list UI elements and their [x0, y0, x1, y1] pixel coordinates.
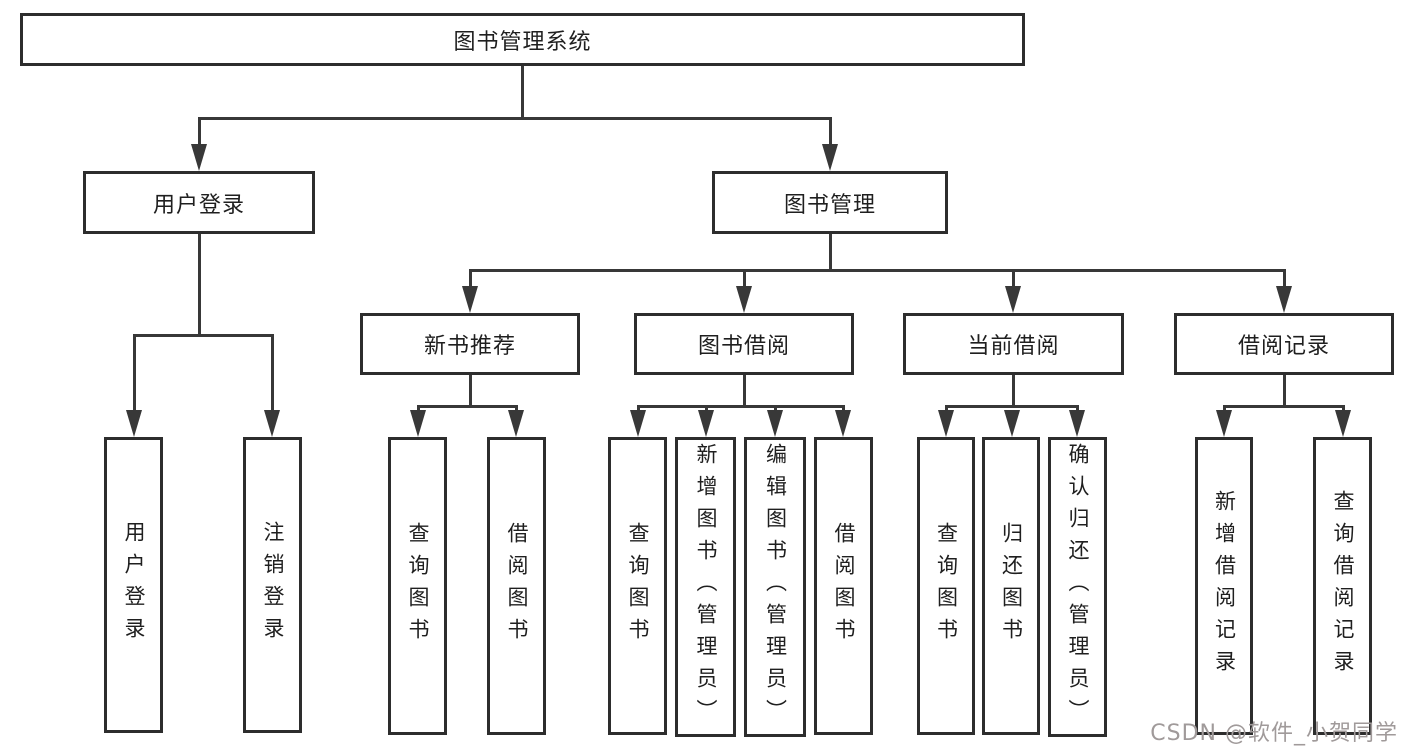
- connector-line: [1222, 405, 1226, 412]
- node-label: 当前借阅: [967, 334, 1060, 359]
- connector-line: [944, 405, 1079, 408]
- node-label: 图书管理系统: [453, 29, 592, 55]
- arrow-down-icon: [410, 410, 426, 437]
- connector-line: [841, 405, 845, 412]
- arrow-down-icon: [630, 410, 646, 437]
- connector-line: [514, 405, 518, 412]
- node-label: 新增借阅记录: [1212, 490, 1237, 682]
- arrow-down-icon: [1005, 286, 1021, 313]
- arrow-down-icon: [1276, 286, 1292, 313]
- connector-line: [1075, 405, 1079, 412]
- node-label: 查询图书: [626, 522, 650, 650]
- node-label: 查询图书: [934, 522, 959, 650]
- arrow-down-icon: [1216, 410, 1232, 437]
- connector-line: [416, 405, 420, 412]
- connector-line: [520, 66, 524, 120]
- connector-line: [1011, 375, 1015, 407]
- connector-line: [828, 234, 832, 272]
- leaf-borrow-edit-books-admin: 编辑图书（管理员）: [744, 437, 806, 737]
- connector-line: [773, 405, 777, 412]
- arrow-down-icon: [1004, 410, 1020, 437]
- connector-line: [944, 405, 948, 412]
- watermark: CSDN @软件_小贺同学: [1150, 721, 1398, 746]
- node-label: 借阅图书: [832, 522, 856, 650]
- connector-line: [270, 337, 274, 412]
- leaf-records-query-borrow-record: 查询借阅记录: [1313, 437, 1372, 735]
- arrow-down-icon: [835, 410, 851, 437]
- node-label: 注销登录: [261, 521, 285, 649]
- node-label: 图书管理: [783, 192, 876, 218]
- node-label: 查询借阅记录: [1331, 490, 1355, 682]
- connector-line: [742, 272, 746, 288]
- arrow-down-icon: [1069, 410, 1085, 437]
- leaf-borrow-add-books-admin: 新增图书（管理员）: [675, 437, 736, 737]
- connector-line: [828, 120, 832, 146]
- node-borrowing-records: 借阅记录: [1174, 313, 1394, 375]
- connector-line: [416, 405, 518, 408]
- node-root: 图书管理系统: [20, 13, 1025, 66]
- node-label: 确认归还（管理员）: [1066, 443, 1090, 731]
- node-label: 查询图书: [406, 522, 430, 650]
- arrow-down-icon: [462, 286, 478, 313]
- connector-line: [1222, 405, 1345, 408]
- node-book-management: 图书管理: [712, 171, 948, 234]
- leaf-newbook-borrow-books: 借阅图书: [487, 437, 546, 735]
- node-new-book-recommendation: 新书推荐: [360, 313, 580, 375]
- node-label: 新书推荐: [423, 334, 516, 359]
- leaf-borrow-borrow-books: 借阅图书: [814, 437, 873, 735]
- connector-line: [468, 269, 1286, 272]
- arrow-down-icon: [1335, 410, 1351, 437]
- connector-line: [636, 405, 640, 412]
- connector-line: [197, 234, 201, 337]
- node-label: 用户登录: [152, 192, 245, 218]
- node-label: 借阅记录: [1237, 334, 1330, 359]
- connector-line: [704, 405, 708, 412]
- node-label: 新增图书（管理员）: [694, 443, 718, 731]
- leaf-current-query-books: 查询图书: [917, 437, 975, 735]
- connector-line: [132, 334, 274, 337]
- leaf-current-confirm-return-admin: 确认归还（管理员）: [1048, 437, 1107, 737]
- node-label: 用户登录: [122, 521, 146, 649]
- arrow-down-icon: [508, 410, 524, 437]
- connector-line: [132, 337, 136, 412]
- connector-line: [742, 375, 746, 407]
- connector-line: [1282, 272, 1286, 288]
- leaf-current-return-books: 归还图书: [982, 437, 1040, 735]
- arrow-down-icon: [698, 410, 714, 437]
- arrow-down-icon: [736, 286, 752, 313]
- node-user-login: 用户登录: [83, 171, 315, 234]
- arrow-down-icon: [767, 410, 783, 437]
- node-current-borrowing: 当前借阅: [903, 313, 1124, 375]
- connector-line: [468, 272, 472, 288]
- connector-line: [468, 375, 472, 407]
- connector-line: [1341, 405, 1345, 412]
- connector-line: [197, 120, 201, 146]
- node-book-borrowing: 图书借阅: [634, 313, 854, 375]
- arrow-down-icon: [191, 144, 207, 171]
- connector-line: [636, 405, 845, 408]
- connector-line: [197, 117, 832, 120]
- arrow-down-icon: [126, 410, 142, 437]
- arrow-down-icon: [264, 410, 280, 437]
- node-label: 借阅图书: [505, 522, 529, 650]
- connector-line: [1282, 375, 1286, 407]
- node-label: 图书借阅: [697, 334, 790, 359]
- arrow-down-icon: [822, 144, 838, 171]
- leaf-records-add-borrow-record: 新增借阅记录: [1195, 437, 1253, 735]
- leaf-newbook-query-books: 查询图书: [388, 437, 447, 735]
- leaf-borrow-query-books: 查询图书: [608, 437, 667, 735]
- connector-line: [1011, 272, 1015, 288]
- leaf-logout: 注销登录: [243, 437, 302, 733]
- arrow-down-icon: [938, 410, 954, 437]
- leaf-user-login: 用户登录: [104, 437, 163, 733]
- node-label: 归还图书: [999, 522, 1024, 650]
- node-label: 编辑图书（管理员）: [763, 443, 788, 731]
